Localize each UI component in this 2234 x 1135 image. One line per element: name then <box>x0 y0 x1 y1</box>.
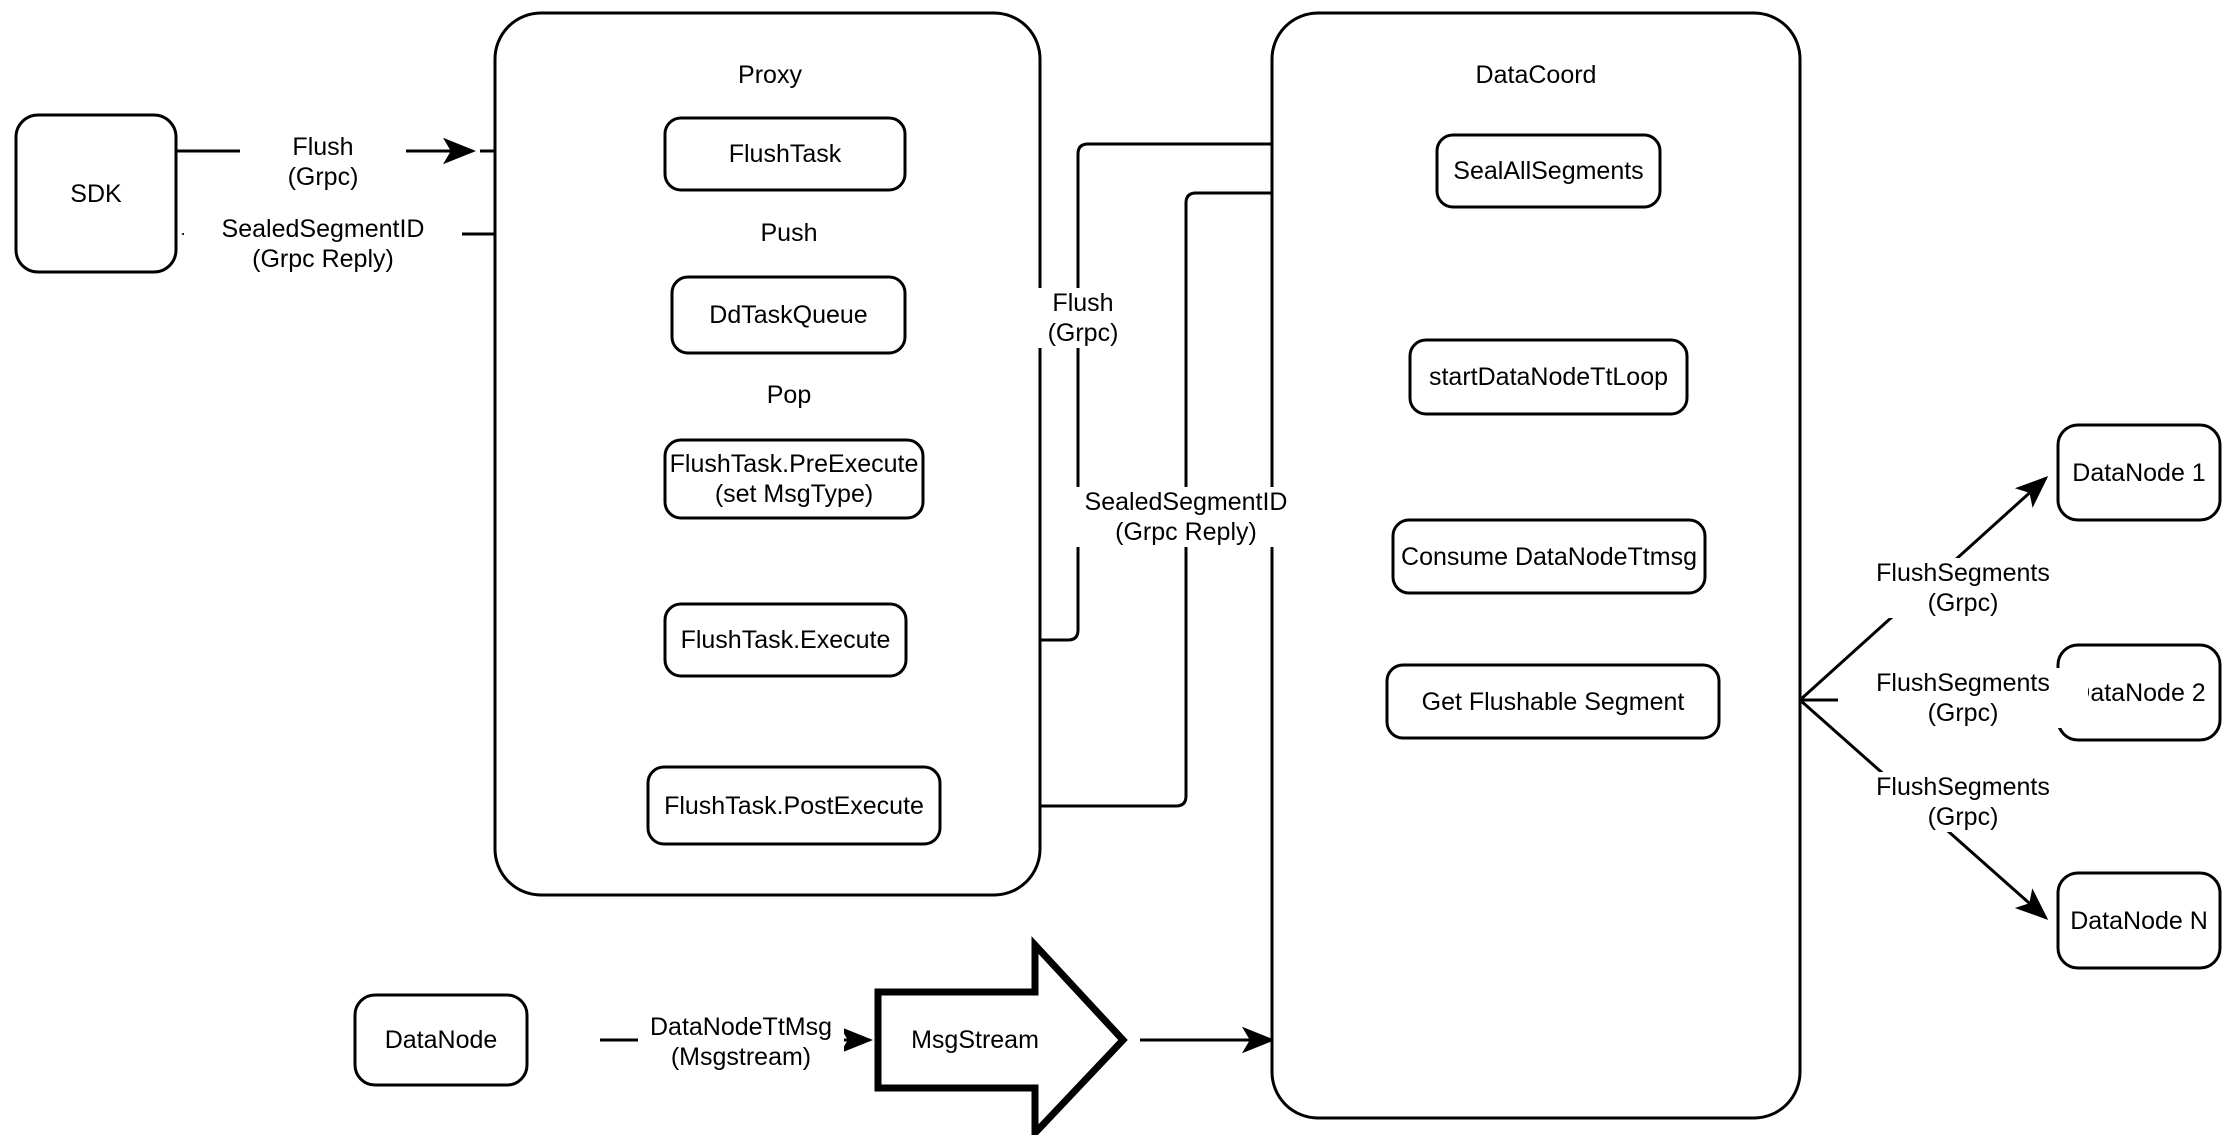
node-execute-shape[interactable] <box>663 602 908 678</box>
edge-label-flushtask-push: Push <box>746 218 832 248</box>
node-sealallsegments-label: SealAllSegments <box>1453 157 1644 185</box>
edge-label-flush-datanode2: FlushSegments (Grpc) <box>1838 668 2088 728</box>
node-execute-label: FlushTask.Execute <box>680 626 891 654</box>
node-datanode1-label: DataNode 1 <box>2072 458 2206 487</box>
edge-label-flush-datanoden: FlushSegments (Grpc) <box>1838 772 2088 832</box>
node-sdk-label: SDK <box>70 179 122 208</box>
node-datanode-shape[interactable] <box>353 993 529 1087</box>
edge-label-datanode-to-msgstream: DataNodeTtMsg (Msgstream) <box>638 1012 844 1072</box>
edge-label-proxy-to-datacoord: Flush (Grpc) <box>1020 288 1146 348</box>
node-flushtask-label: FlushTask <box>728 140 842 168</box>
node-sealallsegments-shape[interactable] <box>1435 133 1662 209</box>
node-postexecute-label: FlushTask.PostExecute <box>664 791 924 820</box>
edge-label-proxy-to-sdk: SealedSegmentID (Grpc Reply) <box>184 214 462 274</box>
node-ddtaskqueue-label: DdTaskQueue <box>709 301 868 329</box>
node-datanode1-shape[interactable] <box>2056 423 2222 522</box>
node-consumedatanodettmsg-shape[interactable] <box>1391 518 1707 595</box>
edge-label-flush-datanode1: FlushSegments (Grpc) <box>1838 558 2088 618</box>
node-sdk-shape[interactable] <box>14 113 178 274</box>
node-getflushablesegment-label: Get Flushable Segment <box>1421 687 1685 716</box>
edge-label-sdk-to-proxy: Flush (Grpc) <box>240 132 406 192</box>
node-preexecute-shape[interactable] <box>663 438 925 520</box>
edge-label-datacoord-to-proxy: SealedSegmentID (Grpc Reply) <box>1058 487 1314 547</box>
node-consumedatanodettmsg-label: Consume DataNodeTtmsg <box>1401 542 1697 571</box>
node-datanode-label: DataNode <box>384 1026 498 1054</box>
node-flushtask-shape[interactable] <box>663 116 907 192</box>
container-title-datacoord: DataCoord <box>1475 61 1597 89</box>
node-getflushablesegment-shape[interactable] <box>1385 663 1721 740</box>
node-ddtaskqueue-shape[interactable] <box>670 275 907 355</box>
node-startdatanodettloop-label: startDataNodeTtLoop <box>1428 363 1669 391</box>
node-startdatanodettloop-shape[interactable] <box>1408 338 1689 416</box>
node-datanode2-label: DataNode 2 <box>2072 678 2206 707</box>
edge-label-ddtaskqueue-pop: Pop <box>746 380 832 410</box>
node-msgstream-label: MsgStream <box>911 1026 1039 1054</box>
node-datanoden-label: DataNode N <box>2070 906 2208 935</box>
node-datanoden-shape[interactable] <box>2056 871 2222 970</box>
node-preexecute-label: FlushTask.PreExecute (set MsgType) <box>669 450 919 508</box>
container-title-proxy: Proxy <box>738 61 802 89</box>
node-postexecute-shape[interactable] <box>646 765 942 846</box>
edge-execute-to-datacoord <box>906 142 1272 642</box>
node-msgstream-shape[interactable] <box>874 936 1128 1135</box>
